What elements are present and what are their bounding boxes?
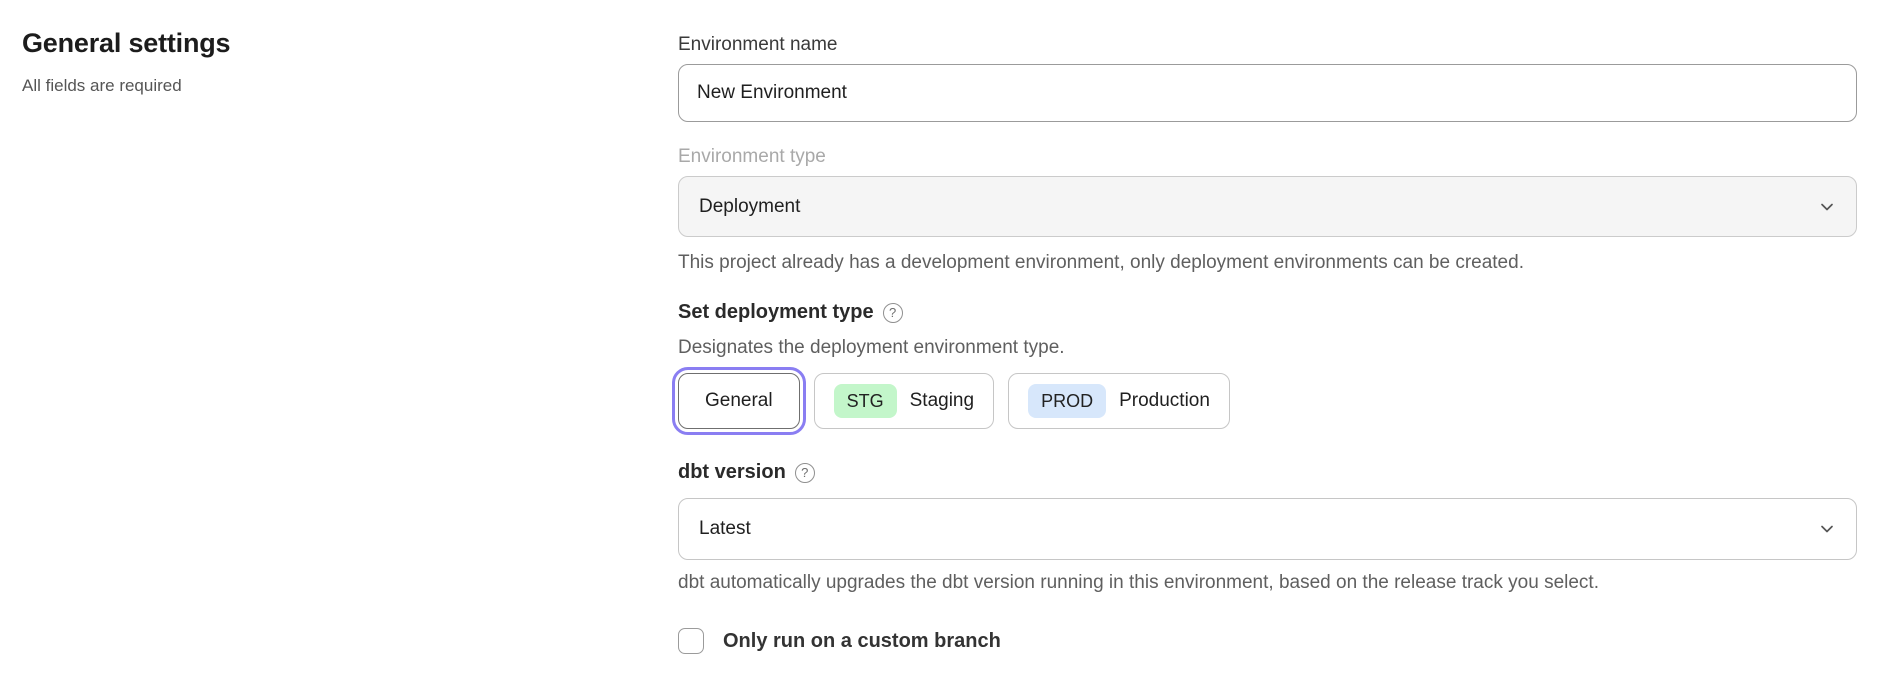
help-icon[interactable]: ? [794,462,815,483]
environment-type-label: Environment type [678,146,826,167]
deployment-type-general-label: General [705,390,773,411]
dbt-version-heading: dbt version ? [678,461,1857,484]
dbt-version-value: Latest [699,518,751,539]
deployment-type-general-button[interactable]: General [672,367,806,435]
environment-type-select: Deployment [678,176,1857,237]
dbt-version-helper: dbt automatically upgrades the dbt versi… [678,572,1599,593]
deployment-type-staging-button[interactable]: STG Staging [813,373,995,429]
dbt-version-heading-label: dbt version [678,461,786,483]
chevron-down-icon [1821,525,1833,533]
custom-branch-row: Only run on a custom branch [678,628,1857,654]
custom-branch-checkbox[interactable] [678,628,704,654]
settings-header: General settings All fields are required [22,28,542,96]
deployment-type-options: General STG Staging PROD Production [672,367,1857,435]
deployment-type-helper: Designates the deployment environment ty… [678,337,1065,358]
page-title: General settings [22,28,231,58]
deployment-type-staging-label: Staging [909,390,975,411]
deployment-type-heading: Set deployment type ? [678,301,1857,324]
production-badge: PROD [1028,384,1107,418]
deployment-type-heading-label: Set deployment type [678,301,874,323]
chevron-down-icon [1821,203,1833,210]
deployment-type-production-label: Production [1119,390,1210,411]
environment-name-label: Environment name [678,34,838,55]
help-icon[interactable]: ? [882,302,903,323]
custom-branch-label[interactable]: Only run on a custom branch [723,629,1001,652]
environment-type-helper: This project already has a development e… [678,252,1524,273]
dbt-version-select[interactable]: Latest [678,498,1857,560]
environment-type-value: Deployment [699,195,801,217]
environment-form: Environment name Environment type Deploy… [672,28,1857,654]
staging-badge: STG [833,384,897,418]
deployment-type-production-button[interactable]: PROD Production [1008,373,1230,429]
environment-name-input[interactable] [678,64,1857,122]
page-subtitle: All fields are required [22,76,182,95]
